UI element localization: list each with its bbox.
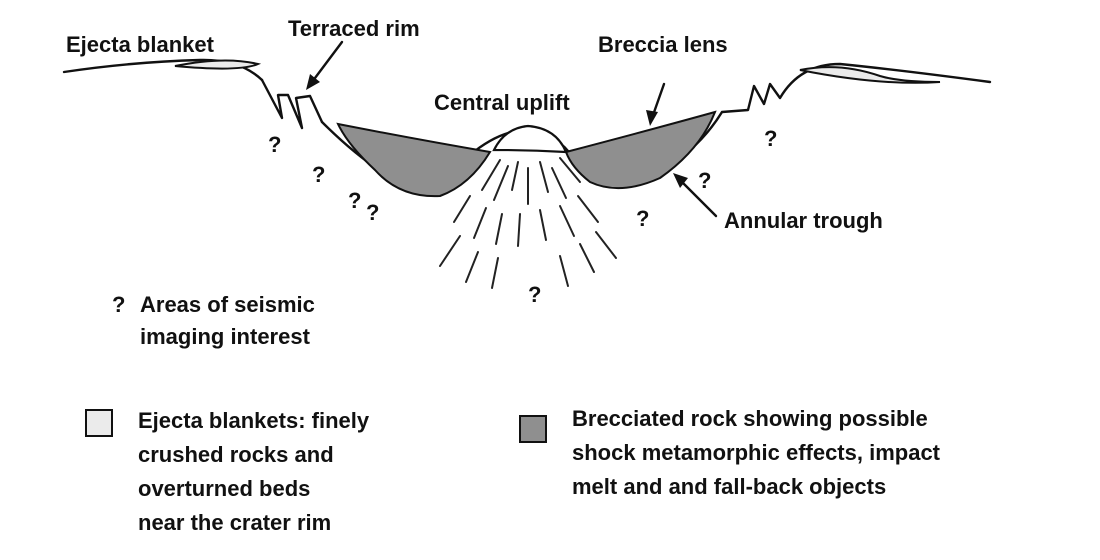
- label-breccia-lens: Breccia lens: [598, 32, 728, 57]
- question-mark: ?: [764, 126, 777, 151]
- question-mark: ?: [348, 188, 361, 213]
- breccia-lens-right: [564, 110, 717, 190]
- question-mark: ?: [528, 282, 541, 307]
- question-mark: ?: [366, 200, 379, 225]
- legend-seismic-line-1: Areas of seismic: [140, 292, 315, 317]
- legend-breccia-swatch: [519, 415, 547, 443]
- breccia-lens-arrow: [646, 82, 666, 126]
- legend-seismic-symbol: ?: [112, 292, 125, 317]
- legend-ejecta-line-2: crushed rocks and: [138, 442, 334, 467]
- question-mark: ?: [268, 132, 281, 157]
- legend-ejecta-line-1: Ejecta blankets: finely: [138, 408, 370, 433]
- breccia-lens-left: [336, 122, 492, 198]
- legend-seismic-line-2: imaging interest: [140, 324, 311, 349]
- legend-breccia: Brecciated rock showing possible shock m…: [519, 406, 941, 499]
- question-mark: ?: [698, 168, 711, 193]
- annular-trough-arrow: [673, 173, 718, 218]
- label-terraced-rim: Terraced rim: [288, 16, 420, 41]
- ejecta-blanket-right: [799, 66, 941, 84]
- legend-seismic: ? Areas of seismic imaging interest: [112, 292, 315, 349]
- label-ejecta-blanket: Ejecta blanket: [66, 32, 215, 57]
- ejecta-blanket-left: [174, 59, 262, 70]
- legend-ejecta: Ejecta blankets: finely crushed rocks an…: [85, 408, 370, 535]
- seismic-markers: ? ? ? ? ? ? ? ?: [268, 126, 777, 307]
- question-mark: ?: [312, 162, 325, 187]
- label-annular-trough: Annular trough: [724, 208, 883, 233]
- label-central-uplift: Central uplift: [434, 90, 570, 115]
- terraced-rim-left: [260, 78, 324, 130]
- legend-ejecta-swatch: [85, 409, 113, 437]
- legend-breccia-line-2: shock metamorphic effects, impact: [572, 440, 941, 465]
- legend-breccia-line-1: Brecciated rock showing possible: [572, 406, 928, 431]
- terraced-rim-arrow: [306, 40, 344, 90]
- legend-breccia-line-3: melt and and fall-back objects: [572, 474, 886, 499]
- central-uplift-dome: [492, 124, 568, 154]
- legend-ejecta-line-4: near the crater rim: [138, 510, 331, 535]
- question-mark: ?: [636, 206, 649, 231]
- legend-ejecta-line-3: overturned beds: [138, 476, 310, 501]
- fracture-lines: [439, 157, 617, 289]
